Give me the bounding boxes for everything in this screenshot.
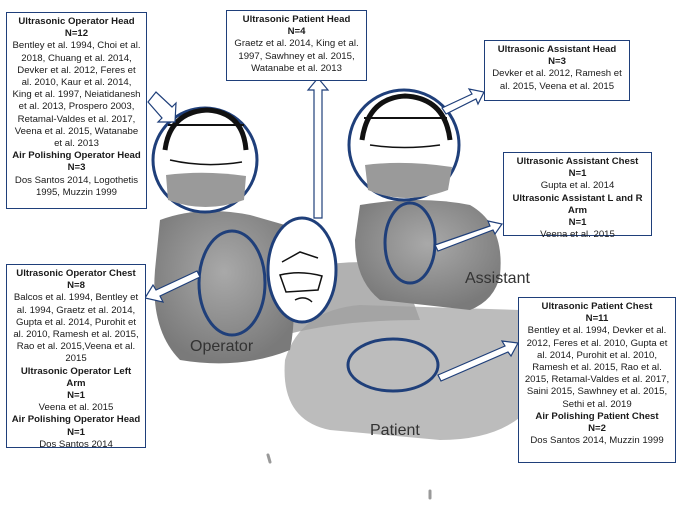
arrow-assistant-chest <box>434 220 504 252</box>
box-subcount: N=1 <box>67 390 85 402</box>
box-count: N=12 <box>64 28 89 40</box>
box-count: N=8 <box>67 280 85 292</box>
label-patient: Patient <box>370 422 420 439</box>
box-subreferences-2: Dos Santos 2014 <box>39 438 113 450</box>
box-ultrasonic-patient-chest: Ultrasonic Patient Chest N=11 Bentley et… <box>518 297 676 463</box>
assistant-head <box>347 88 461 202</box>
box-subcount: N=3 <box>67 162 86 174</box>
patient-chest-marker <box>346 337 440 393</box>
box-subtitle: Ultrasonic Assistant L and R Arm <box>512 192 643 216</box>
arrow-patient-head <box>306 77 330 219</box>
floor-mark <box>266 453 272 464</box>
box-title: Ultrasonic Operator Head <box>18 16 135 27</box>
box-count: N=1 <box>568 168 587 180</box>
box-title: Ultrasonic Patient Head <box>242 14 351 25</box>
box-subreferences: Dos Santos 2014, Logothetis 1995, Muzzin… <box>14 174 139 198</box>
box-references: Balcos et al. 1994, Bentley et al. 1994,… <box>13 292 139 365</box>
operator-chest-marker <box>197 229 267 337</box>
box-ultrasonic-patient-head: Ultrasonic Patient Head N=4 Graetz et al… <box>226 10 367 81</box>
box-count: N=3 <box>548 56 566 68</box>
box-title: Ultrasonic Patient Chest <box>541 301 653 312</box>
box-subcount: N=2 <box>588 423 606 435</box>
box-subtitle-2: Air Polishing Operator Head <box>11 414 141 426</box>
operator-head <box>151 106 259 214</box>
box-subtitle: Air Polishing Patient Chest <box>535 410 659 422</box>
patient-body <box>284 305 550 440</box>
arrow-operator-chest <box>144 270 201 303</box>
box-references: Bentley et al. 1994, Choi et al. 2018, C… <box>12 40 141 150</box>
arrow-assistant-head <box>441 88 485 115</box>
box-ultrasonic-operator-chest: Ultrasonic Operator Chest N=8 Balcos et … <box>6 264 146 450</box>
box-references: Bentley et al. 1994, Devker et al. 2012,… <box>524 325 670 410</box>
box-subreferences: Veena et al. 2015 <box>540 229 615 241</box>
box-ultrasonic-assistant-head: Ultrasonic Assistant Head N=3 Devker et … <box>484 40 630 101</box>
box-references: Gupta et al. 2014 <box>540 180 615 192</box>
box-title: Ultrasonic Assistant Chest <box>516 156 639 167</box>
operator-body <box>154 211 294 364</box>
label-assistant: Assistant <box>465 270 530 287</box>
arrow-operator-head <box>147 91 177 123</box>
box-references: Graetz et al. 2014, King et al. 1997, Sa… <box>234 38 359 74</box>
assistant-chest-marker <box>383 201 437 285</box>
box-subtitle: Air Polishing Operator Head <box>12 150 141 162</box>
arrow-patient-chest <box>437 340 519 382</box>
box-subcount-2: N=1 <box>67 426 85 438</box>
box-ultrasonic-assistant-chest: Ultrasonic Assistant Chest N=1 Gupta et … <box>503 152 652 240</box>
assistant-body <box>355 200 501 310</box>
box-subtitle: Ultrasonic Operator Left Arm <box>20 365 132 389</box>
label-operator: Operator <box>190 338 254 355</box>
box-subreferences: Veena et al. 2015 <box>38 402 114 414</box>
box-count: N=4 <box>287 26 306 38</box>
box-count: N=11 <box>585 313 609 325</box>
box-subreferences: Dos Santos 2014, Muzzin 1999 <box>530 435 664 447</box>
box-title: Ultrasonic Assistant Head <box>497 44 617 55</box>
patient-head <box>266 216 338 324</box>
box-title: Ultrasonic Operator Chest <box>16 268 136 279</box>
box-ultrasonic-operator-head: Ultrasonic Operator Head N=12 Bentley et… <box>6 12 147 209</box>
box-references: Devker et al. 2012, Ramesh et al. 2015, … <box>492 68 622 92</box>
box-subcount: N=1 <box>568 217 587 229</box>
